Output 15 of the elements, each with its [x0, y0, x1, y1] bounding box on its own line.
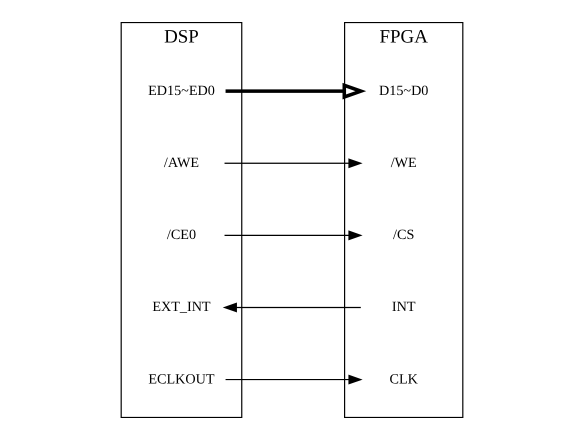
arrow: [224, 158, 363, 168]
node-text: ED15~ED0: [148, 82, 215, 99]
node-text: INT: [392, 299, 416, 316]
arrow: [224, 230, 363, 240]
node-text: /WE: [390, 154, 417, 171]
node-text: D15~D0: [379, 82, 428, 99]
node-text: EXT_INT: [152, 299, 211, 316]
arrow: [222, 302, 361, 312]
arrow: [226, 82, 366, 100]
node-text: /AWE: [164, 154, 200, 171]
node-text: CLK: [390, 371, 418, 388]
node-text: /CE0: [166, 227, 196, 244]
arrow: [226, 374, 363, 385]
node-text: /CS: [393, 227, 414, 244]
node-text: ECLKOUT: [148, 371, 215, 388]
